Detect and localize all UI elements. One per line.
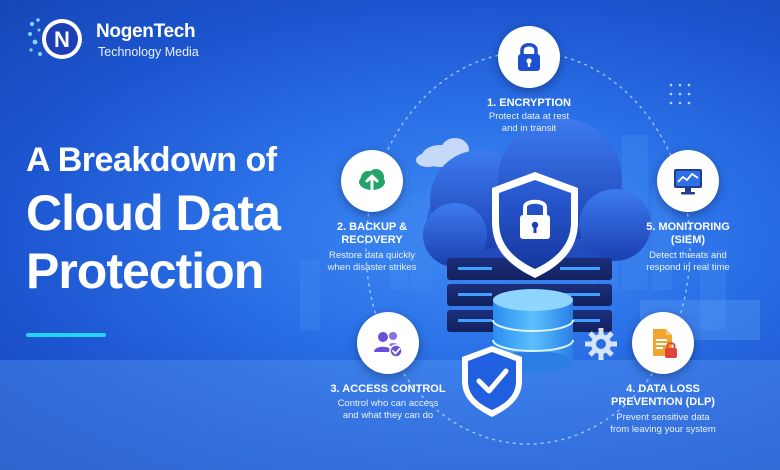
dlp-node-icon bbox=[632, 312, 694, 374]
users-check-icon bbox=[374, 332, 403, 358]
backup-title-line-2: RECOVERY bbox=[341, 234, 403, 246]
access-control-desc-line-2: and what they can do bbox=[342, 410, 434, 421]
backup-title-line-1: 2. BACKUP & bbox=[336, 221, 408, 233]
check-shield bbox=[462, 346, 522, 417]
backup-desc-line-2: when disaster strikes bbox=[327, 262, 417, 273]
encryption-node-icon bbox=[498, 26, 560, 88]
shield-lock bbox=[492, 172, 578, 278]
encryption-title: 1. ENCRYPTION bbox=[487, 97, 571, 109]
monitoring-desc-line-1: Detect threats and bbox=[649, 250, 727, 261]
brand-name: NogenTech bbox=[96, 21, 196, 42]
monitoring-title-line-1: 5. MONITORING bbox=[646, 221, 730, 233]
gear-decoration bbox=[585, 328, 617, 360]
backup-desc-line-1: Restore data quickly bbox=[328, 250, 416, 261]
lock-icon bbox=[518, 43, 540, 71]
brand-logo: N NogenTech Technology Media bbox=[26, 14, 216, 64]
dot-grid-decoration bbox=[669, 83, 691, 105]
encryption-desc-line-1: Protect data at rest bbox=[488, 111, 570, 122]
heading-accent-bar bbox=[26, 333, 106, 337]
logo-mark-icon: N bbox=[28, 18, 82, 59]
backup-node-icon bbox=[341, 150, 403, 212]
monitoring-title-line-2: (SIEM) bbox=[670, 234, 706, 246]
heading-line-1: A Breakdown of bbox=[26, 141, 277, 179]
document-lock-icon bbox=[653, 329, 677, 358]
access-control-desc-line-1: Control who can access bbox=[337, 398, 439, 409]
dlp-desc-line-1: Prevent sensitive data bbox=[616, 412, 710, 423]
monitoring-desc-line-2: respond in real time bbox=[646, 262, 730, 273]
access-control-node-icon bbox=[357, 312, 419, 374]
access-control-title: 3. ACCESS CONTROL bbox=[330, 383, 446, 395]
heading-line-3: Protection bbox=[26, 243, 264, 299]
dlp-title-line-2: PREVENTION (DLP) bbox=[611, 396, 715, 408]
cloud-upload-icon bbox=[359, 169, 385, 191]
svg-text:N: N bbox=[54, 27, 70, 52]
heading-line-2: Cloud Data bbox=[26, 185, 281, 241]
monitor-chart-icon bbox=[674, 169, 702, 195]
page-heading: A Breakdown of Cloud Data Protection bbox=[26, 140, 326, 300]
dlp-title-line-1: 4. DATA LOSS bbox=[626, 383, 700, 395]
brand-tagline: Technology Media bbox=[98, 45, 199, 59]
encryption-desc-line-2: and in transit bbox=[501, 123, 557, 134]
dlp-desc-line-2: from leaving your system bbox=[610, 424, 716, 435]
monitoring-node-icon bbox=[657, 150, 719, 212]
